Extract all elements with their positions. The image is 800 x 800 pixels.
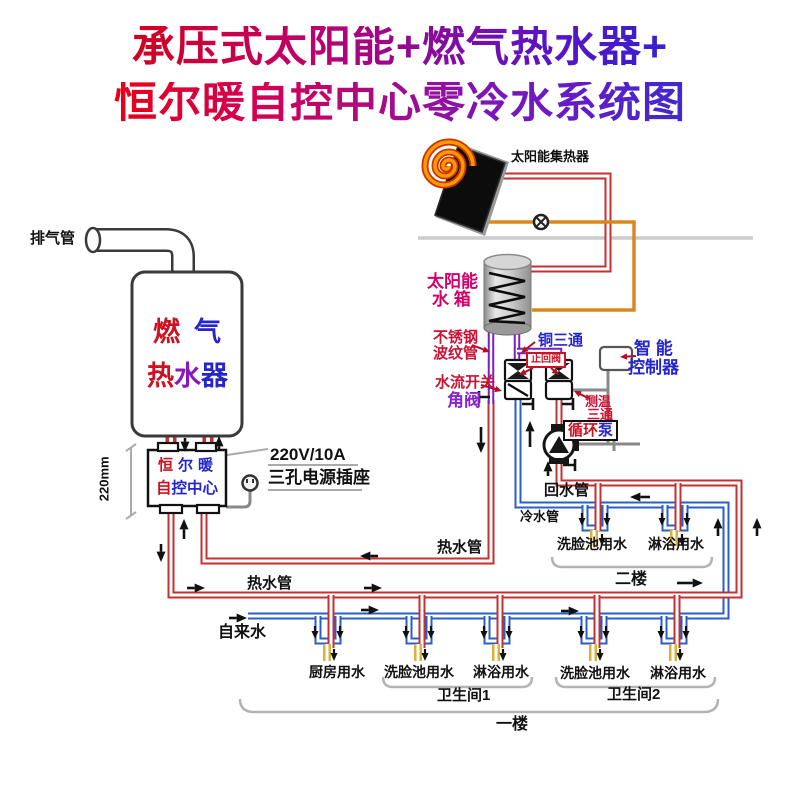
floor1-label: 一楼 [496,716,529,733]
hot-pipe-label-lower: 热水管 [247,575,293,592]
power-socket-label: 三孔电源插座 [268,468,370,487]
solar-collector [421,138,509,236]
tank-coil [488,271,526,325]
solar-tank [483,253,532,336]
fixture-2f-basin: 洗脸池用水 [557,536,627,552]
angle-valve-label: 角阀 [447,391,481,410]
callout-arrows [471,341,637,400]
floor2-label: 二楼 [615,571,648,588]
cold-pipe-label: 冷水管 [520,509,560,524]
temp-tee-label-2: 三通 [587,407,614,422]
power-outlet-icon [241,474,259,492]
gas-heater-box [130,270,244,438]
exhaust-pipe-label: 排气管 [30,230,76,247]
tap-water-label: 自来水 [218,624,267,641]
smart-controller-label-2: 控制器 [628,358,679,377]
control-label-line1: 恒尔暖 [158,457,219,474]
fixture-1f-basin2: 洗脸池用水 [560,665,630,681]
page-subtitle: 恒尔暖自控中心零冷水系统图 [0,82,800,125]
temp-tee-label-1: 测温 [585,394,612,409]
exhaust-pipe [84,226,195,274]
tank-label-2: 水 箱 [432,290,471,309]
tank-label-1: 太阳能 [427,272,478,291]
fixture-1f-basin1: 洗脸池用水 [384,664,454,680]
flow-switch-box [503,379,533,401]
collector-label: 太阳能集热器 [511,149,590,164]
bathroom1-label: 卫生间1 [437,687,491,704]
group-brackets [238,556,720,714]
stainless-label-2: 波纹管 [433,345,479,362]
stainless-label-1: 不锈钢 [433,329,479,346]
valve-ticks [477,391,577,471]
page-title: 承压式太阳能+燃气热水器+ [0,26,800,69]
fixture-2f-shower: 淋浴用水 [648,536,704,552]
control-center-box [146,441,228,515]
smart-controller-box [598,345,634,372]
hot-pipe-label-upper: 热水管 [437,539,483,556]
faucet-stubs [323,530,678,661]
bathroom2-label: 卫生间2 [607,686,661,703]
check-valve-label: 止回阀 [526,352,566,368]
cold-water-pipes [248,399,730,645]
fixture-1f-shower1: 淋浴用水 [473,664,529,680]
flow-arrows [156,421,762,661]
copper-tee-label: 铜三通 [538,332,584,349]
hot-water-pipes [165,399,743,648]
temp-tee-box [544,379,574,401]
heater-label-line2: 热水器 [147,361,228,391]
smart-controller-label-1: 智 能 [634,339,673,358]
power-rating-label: 220V/10A [270,445,346,464]
control-label-line2: 自控中心 [156,480,219,497]
pump-label: 循环泵 [563,420,619,441]
return-pipe-label: 回水管 [544,482,590,499]
fixture-1f-shower2: 淋浴用水 [650,665,706,681]
heater-label-line1: 燃气 [153,317,235,347]
sun-icon [421,138,477,189]
flow-switch-label: 水流开关 [435,374,496,391]
fixture-1f-kitchen: 厨房用水 [309,664,365,680]
dimension-label: 220mm [96,456,112,502]
group-callout-lines [125,443,362,520]
solar-loop-pipes [480,172,636,312]
